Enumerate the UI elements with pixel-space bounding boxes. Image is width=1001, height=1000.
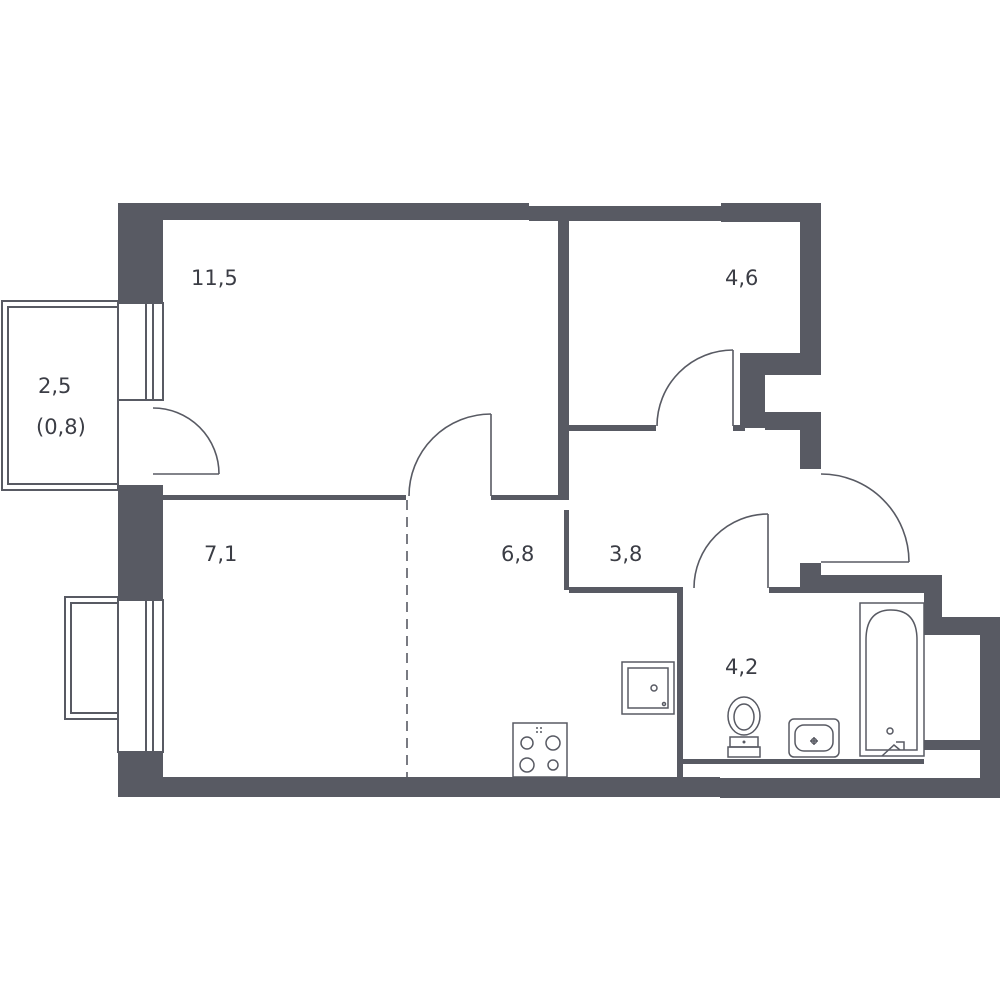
toilet xyxy=(727,696,761,758)
storage-door xyxy=(656,349,734,427)
hall-area-label: 3,8 xyxy=(609,542,642,566)
living-room-window xyxy=(117,302,164,401)
kitchen-top-wall xyxy=(569,587,682,593)
bedroom-window xyxy=(117,599,164,753)
balcony-area-label: 2,5 xyxy=(38,374,71,398)
bathroom-left-wall xyxy=(677,587,683,779)
right-wall-notch xyxy=(740,353,765,428)
left-wall-top xyxy=(118,203,163,303)
kitchen-area-label: 6,8 xyxy=(501,542,534,566)
bathroom-bottom-wall xyxy=(683,759,924,764)
area-labels: 11,5 4,6 2,5 (0,8) 7,1 6,8 3,8 4,2 xyxy=(36,266,758,679)
living-bedroom-partition xyxy=(163,495,406,500)
living-room-area-label: 11,5 xyxy=(191,266,238,290)
entrance-door xyxy=(820,473,910,563)
bedroom-french-balcony xyxy=(64,596,119,720)
top-wall-middle xyxy=(529,206,721,221)
top-wall-left xyxy=(118,203,529,220)
windows xyxy=(64,302,164,753)
cooktop xyxy=(512,722,568,778)
kitchen-sink xyxy=(621,661,675,715)
top-wall-right xyxy=(721,203,821,222)
bath-top-wall-long xyxy=(800,575,942,593)
niche-right-wall xyxy=(980,617,1000,798)
doors xyxy=(152,349,910,778)
bedroom-area-label: 7,1 xyxy=(204,542,237,566)
storage-bottom-wall-left xyxy=(569,425,656,431)
balcony-reduced-area-label: (0,8) xyxy=(36,415,86,439)
bathtub xyxy=(859,602,925,757)
storage-bottom-wall-right xyxy=(733,425,745,431)
interior-walls xyxy=(163,221,924,779)
bottom-wall-left xyxy=(118,777,720,797)
bottom-wall-right xyxy=(720,778,980,798)
right-wall-mid xyxy=(800,412,821,469)
bathroom-door xyxy=(693,513,769,589)
washbasin xyxy=(788,718,840,758)
niche-bottom-wall xyxy=(924,740,1000,750)
living-kitchen-partition xyxy=(491,495,569,500)
bathroom-top-wall xyxy=(769,587,809,593)
left-wall-middle xyxy=(118,485,163,600)
exterior-walls xyxy=(118,203,1000,798)
living-storage-partition xyxy=(558,221,569,500)
living-room-door xyxy=(408,413,492,497)
storage-area-label: 4,6 xyxy=(725,266,758,290)
right-wall-upper xyxy=(800,203,821,375)
kitchen-hall-partition xyxy=(564,510,569,590)
balcony-door xyxy=(152,407,220,475)
bathroom-area-label: 4,2 xyxy=(725,655,758,679)
